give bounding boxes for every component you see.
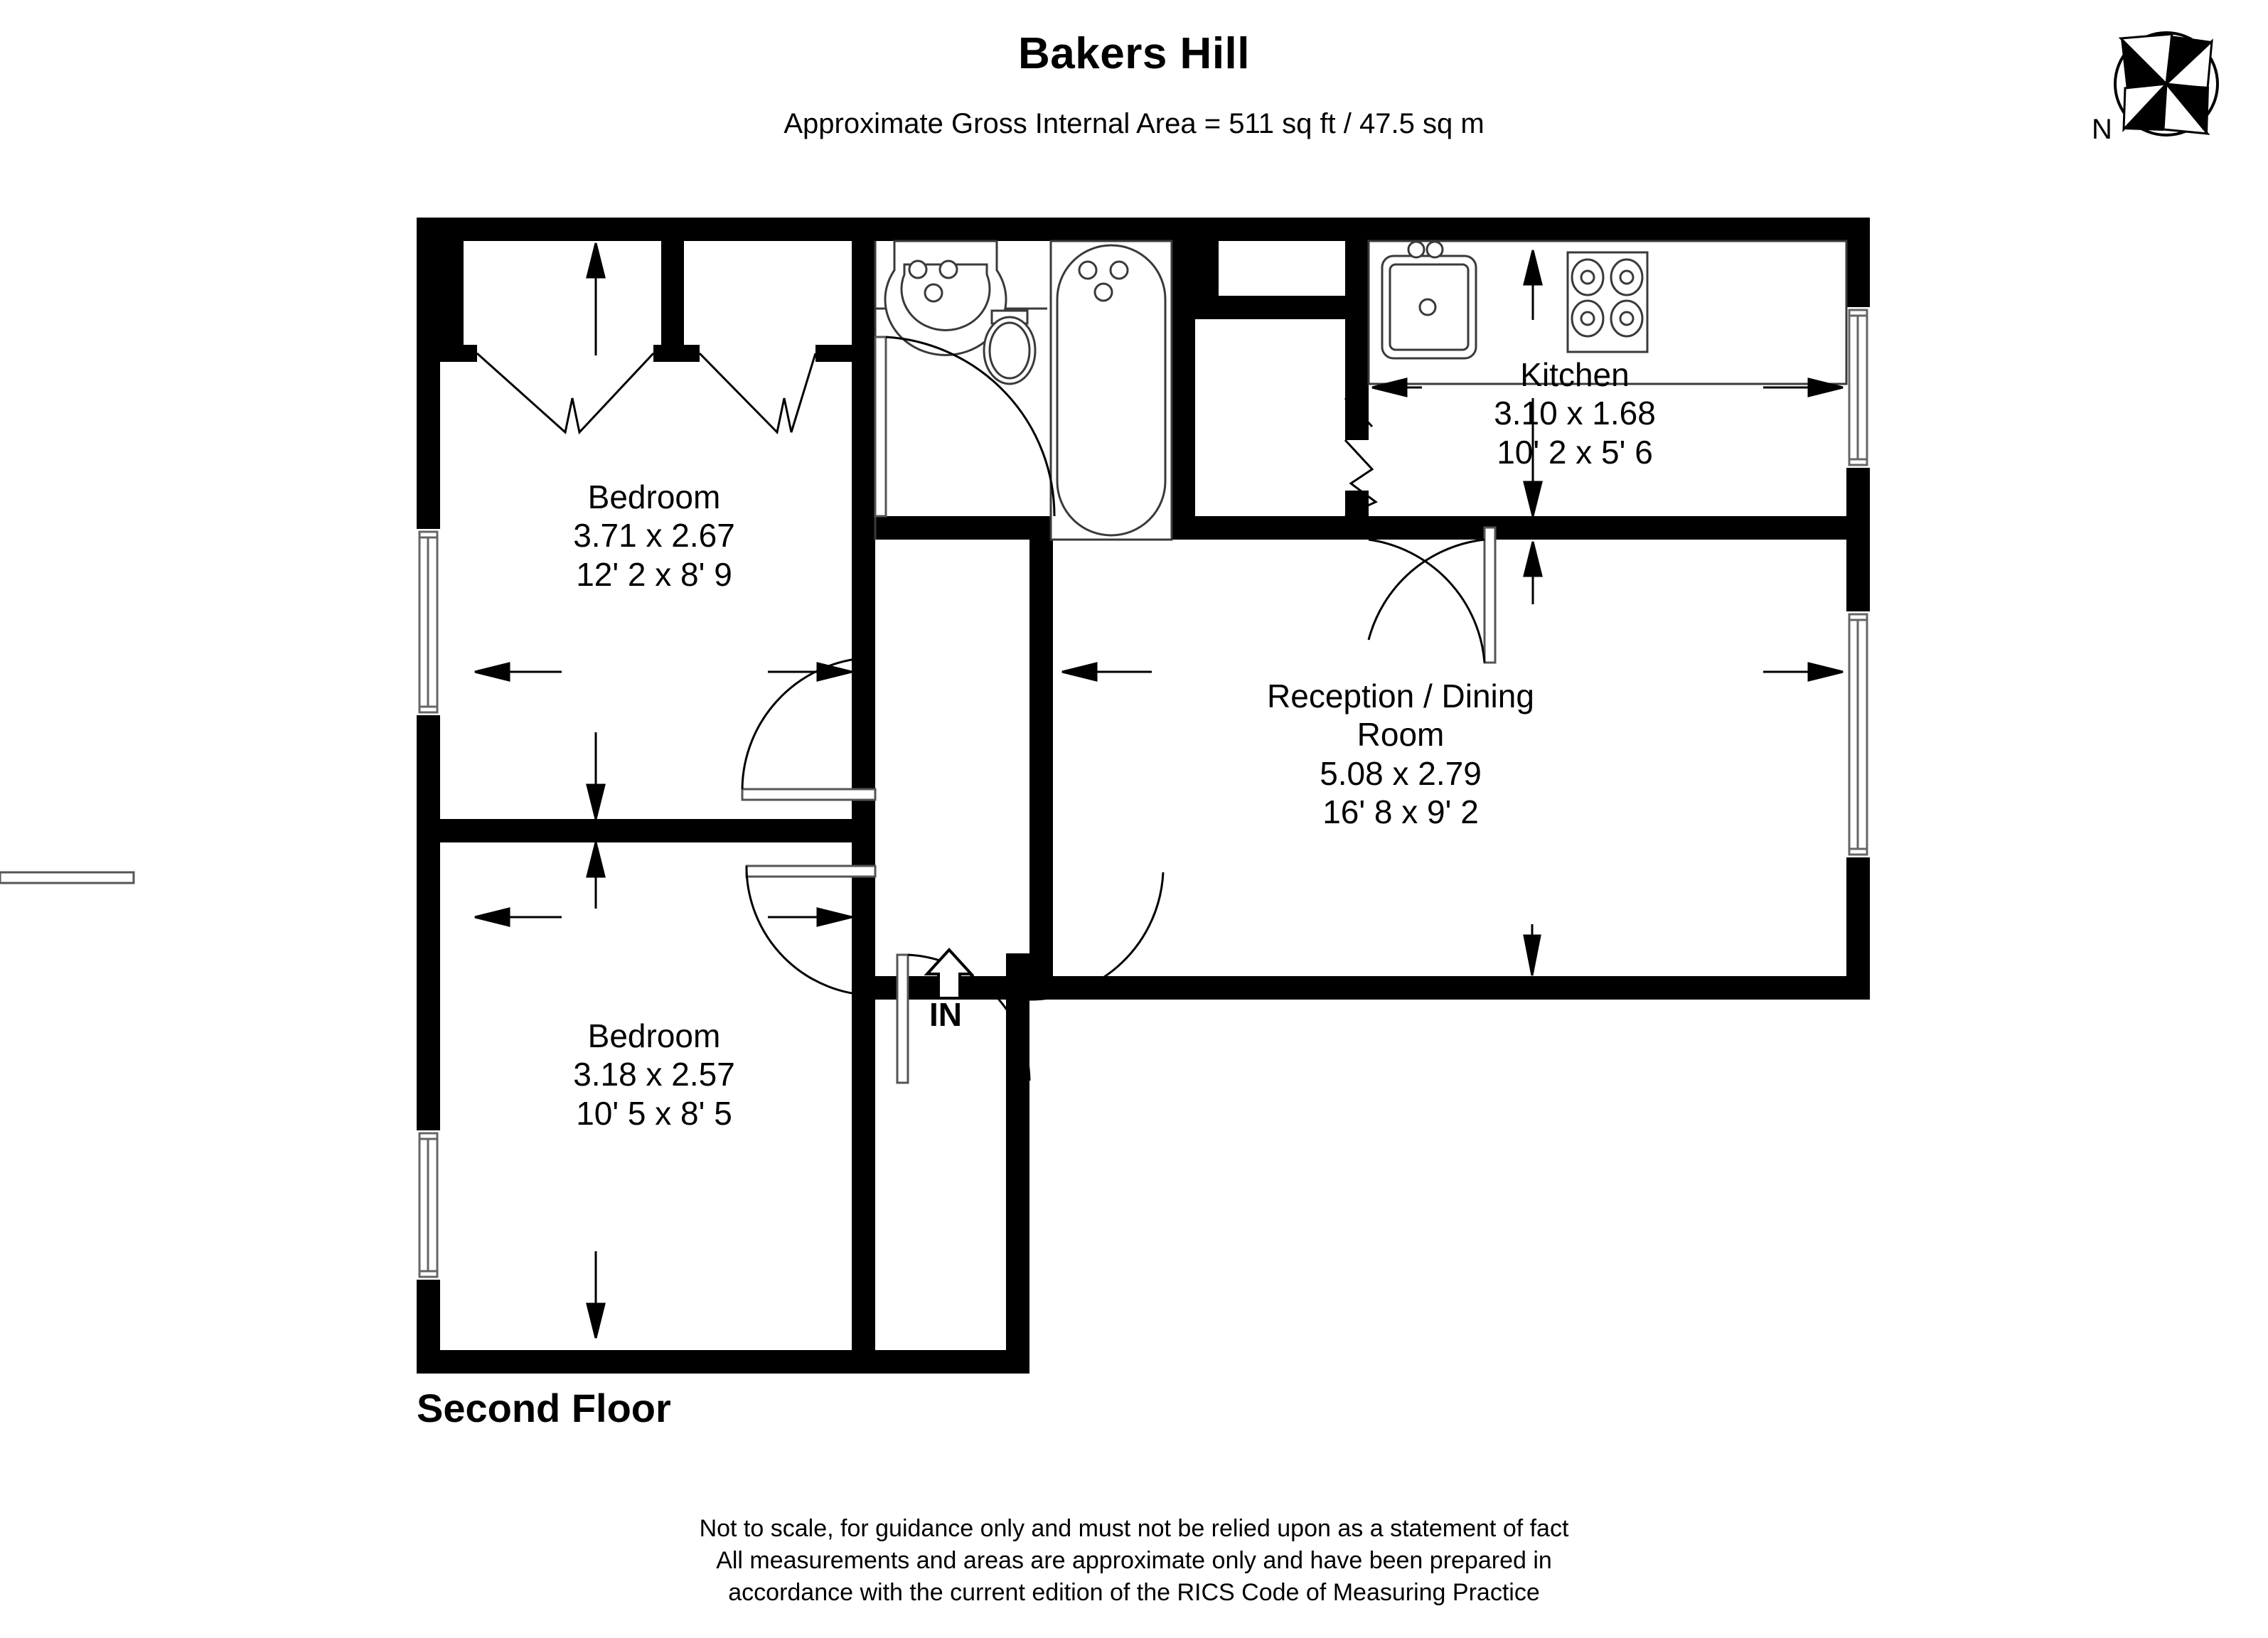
doors <box>0 336 1497 1084</box>
dimension-arrows <box>474 242 1844 1339</box>
room-metric: 3.18 x 2.57 <box>573 1056 735 1093</box>
window-bedroom-1 <box>417 529 440 715</box>
window-reception <box>1846 611 1870 857</box>
room-imperial: 10' 2 x 5' 6 <box>1497 433 1653 471</box>
room-imperial: 10' 5 x 8' 5 <box>576 1094 732 1132</box>
floor-label: Second Floor <box>417 1386 671 1430</box>
disclaimer-line-1: Not to scale, for guidance only and must… <box>699 1515 1569 1542</box>
walls <box>417 218 1870 1374</box>
window-bedroom-2 <box>417 1130 440 1280</box>
compass-north-label: N <box>2092 114 2112 145</box>
compass-rose-icon <box>2101 21 2229 153</box>
room-name: Bedroom <box>587 1017 721 1054</box>
room-label-bedroom-2: Bedroom 3.18 x 2.57 10' 5 x 8' 5 <box>455 1017 853 1133</box>
door-kitchen <box>1367 526 1497 664</box>
sink-icon <box>1381 240 1477 360</box>
page-title: Bakers Hill <box>1017 29 1250 78</box>
door-bedroom-1 <box>741 656 877 801</box>
window-kitchen <box>1846 307 1870 468</box>
door-reception <box>0 871 1165 1001</box>
windows <box>417 307 1870 1280</box>
room-name: Bedroom <box>587 478 721 515</box>
room-imperial: 16' 8 x 9' 2 <box>1322 793 1479 830</box>
entrance-label: IN <box>929 996 962 1033</box>
up-arrow-icon <box>924 948 974 1000</box>
door-entrance <box>896 953 1031 1084</box>
room-label-reception-dining: Reception / Dining Room 5.08 x 2.79 16' … <box>1202 677 1600 831</box>
disclaimer-footer: Not to scale, for guidance only and must… <box>0 1513 2268 1609</box>
wardrobe-icon <box>476 352 817 435</box>
kitchen-fixtures <box>1367 240 1848 385</box>
disclaimer-line-2: All measurements and areas are approxima… <box>716 1546 1552 1574</box>
door-bathroom <box>874 336 1056 518</box>
room-label-kitchen: Kitchen 3.10 x 1.68 10' 2 x 5' 6 <box>1376 355 1774 471</box>
bathroom-fixtures <box>874 240 1173 541</box>
basin-icon <box>884 240 1007 356</box>
disclaimer-line-3: accordance with the current edition of t… <box>728 1578 1540 1606</box>
room-name: Reception / Dining <box>1267 678 1534 714</box>
door-bedroom-2 <box>745 864 877 997</box>
room-name: Kitchen <box>1520 356 1630 393</box>
hob-icon <box>1566 251 1649 353</box>
room-metric: 5.08 x 2.79 <box>1320 754 1482 792</box>
room-metric: 3.10 x 1.68 <box>1494 395 1656 432</box>
room-metric: 3.71 x 2.67 <box>573 517 735 555</box>
room-name-line2: Room <box>1357 716 1445 754</box>
bathtub-icon <box>1049 240 1173 541</box>
room-imperial: 12' 2 x 8' 9 <box>576 555 732 593</box>
toilet-icon <box>983 309 1037 385</box>
door-kitchen-folding <box>1344 397 1378 518</box>
area-subtitle: Approximate Gross Internal Area = 511 sq… <box>783 108 1485 139</box>
room-label-bedroom-1: Bedroom 3.71 x 2.67 12' 2 x 8' 9 <box>455 478 853 594</box>
